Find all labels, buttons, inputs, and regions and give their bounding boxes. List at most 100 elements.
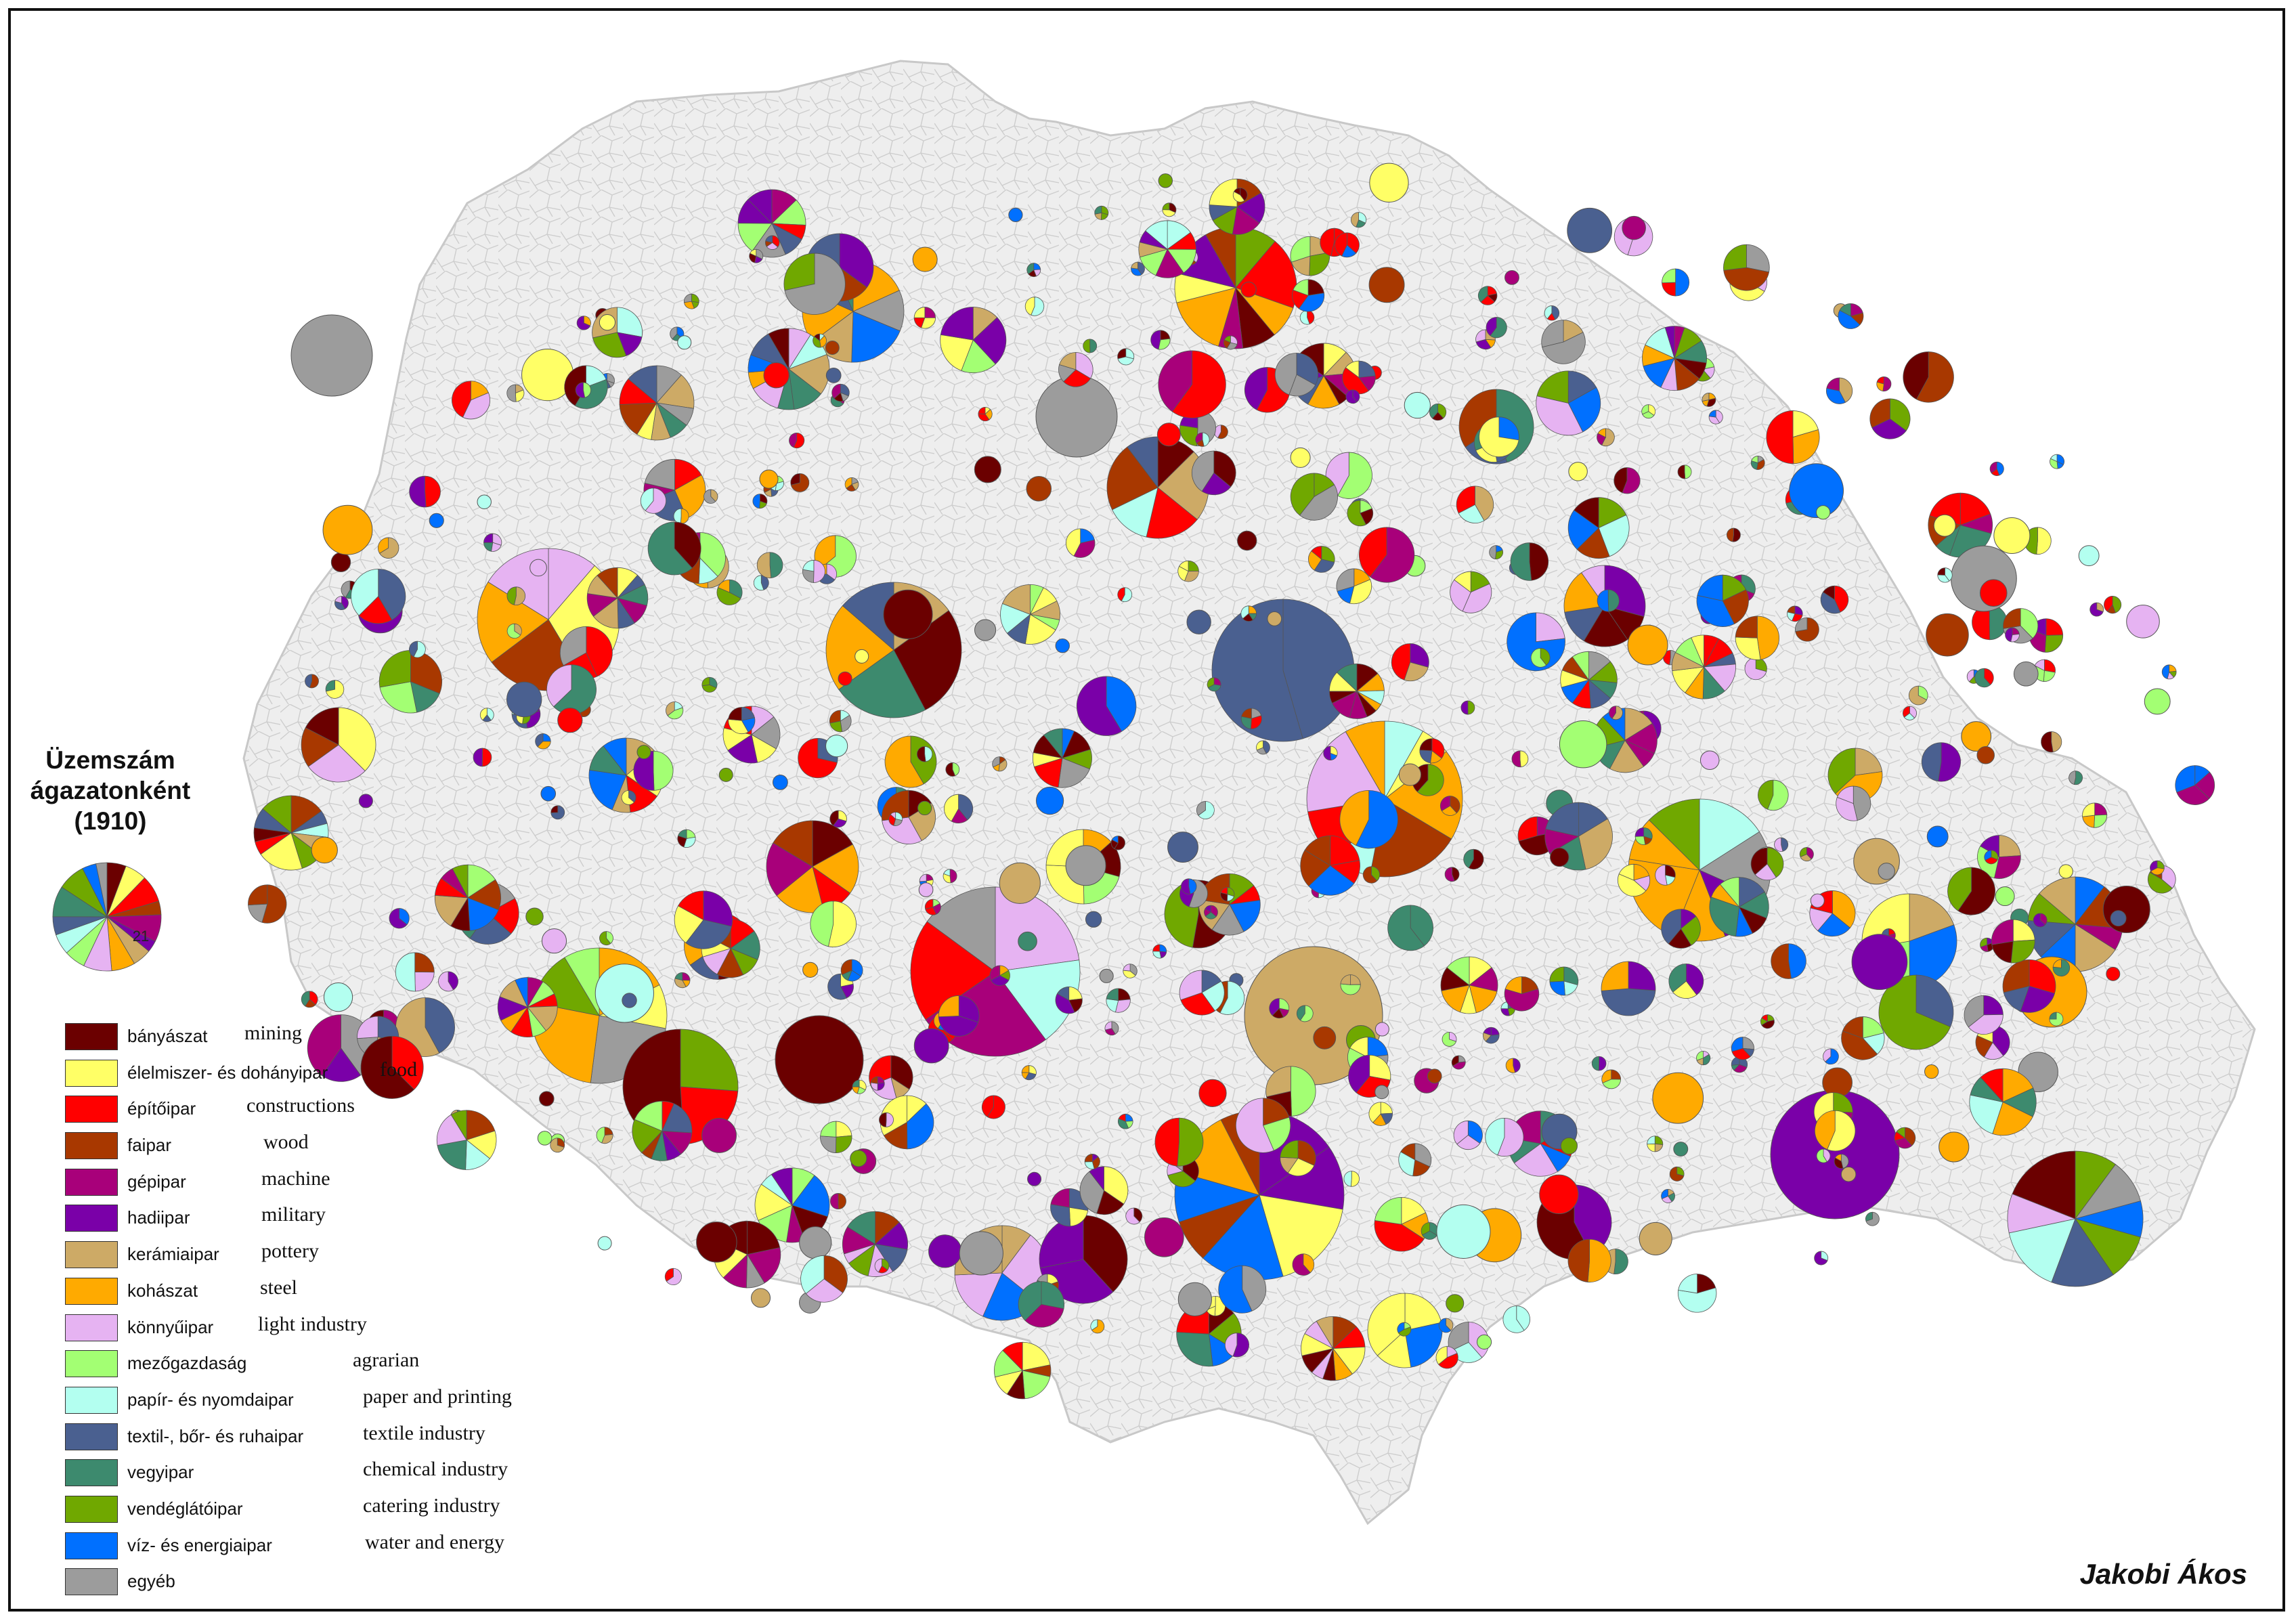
pie-slice [1467,1120,1483,1144]
legend-label-hu: könnyűipar [127,1316,214,1337]
pie-slice [1431,738,1445,759]
industry-pie [1125,1207,1143,1225]
pie-slice [1975,1035,1993,1058]
pie-slice [425,997,455,1054]
pie-slice [391,1035,424,1090]
industry-pie [323,982,353,1012]
pie-slice [599,314,616,331]
pie-slice [814,333,820,341]
pie-slice [1903,351,1929,400]
pie-slice [1489,545,1497,559]
pie-slice [1117,356,1134,366]
industry-pie [1204,905,1218,920]
pie-slice [1083,1215,1128,1293]
industry-pie [703,489,718,504]
industry-pie [1209,178,1265,235]
pie-slice [410,681,440,713]
industry-pie [1300,835,1360,896]
pie-slice [1427,1068,1442,1084]
pie-slice [1469,985,1498,1014]
industry-pie [1301,1316,1366,1381]
pie-slice [334,601,346,610]
pie-slice [1446,1294,1465,1313]
industry-pie [1207,677,1221,692]
pie-slice [1696,1051,1704,1061]
pie-slice [525,907,544,926]
pie-slice [1438,1318,1452,1333]
pie-slice [1842,1016,1863,1039]
pie-slice [874,1258,882,1273]
legend-swatch [65,1532,118,1559]
pie-slice [1833,1092,1853,1113]
industry-pie [1446,1294,1465,1313]
industry-pie [1539,1174,1579,1214]
industry-pie [1442,1032,1457,1047]
pie-slice [290,314,373,397]
pie-slice [1026,475,1052,502]
legend-label-hu: bányászat [127,1026,208,1046]
industry-pie [1723,244,1770,291]
pie-slice [1314,559,1335,573]
industry-pie [759,469,779,489]
pie-slice [2020,985,2055,1013]
pie-slice [1647,1136,1655,1145]
pie-slice [462,392,490,420]
pie-slice [1984,850,1992,861]
legend-label-hu: hadiipar [127,1207,190,1228]
industry-pie [540,785,557,802]
pie-slice [1477,286,1488,303]
pie-slice [773,820,813,867]
pie-slice [1367,1037,1389,1058]
pie-slice [1410,905,1433,947]
pie-slice [546,664,572,708]
pie-slice [452,381,471,418]
pie-slice [1063,369,1091,387]
pie-slice [357,1016,378,1039]
pie-slice [1307,375,1340,409]
pie-slice [1995,886,2015,907]
industry-pie [2050,454,2064,469]
pie-slice [1340,974,1351,985]
pie-slice [1840,1167,1857,1182]
pie-slice [772,235,780,248]
pie-slice [477,494,492,509]
industry-pie [884,735,937,788]
pie-slice [800,1255,825,1295]
pie-slice [1699,798,1760,871]
industry-pie [1106,988,1131,1013]
pie-slice [1669,1166,1685,1182]
pie-slice [575,382,586,398]
pie-slice [1176,1332,1213,1367]
industry-pie [1214,425,1228,439]
pie-slice [943,794,959,822]
pie-slice [1223,335,1231,343]
pie-slice [1853,785,1871,821]
pie-slice [1926,825,1949,848]
pie-slice [535,733,544,748]
pie-slice [330,552,351,573]
pie-slice [1242,1265,1267,1312]
pie-slice [1968,1014,2003,1035]
pie-slice [1993,517,2031,555]
pie-slice [1397,1322,1405,1334]
pie-slice [913,1028,949,1064]
pie-slice [890,812,896,820]
industry-pie [790,473,810,492]
pie-slice [1401,1196,1427,1225]
pie-slice [1217,425,1228,439]
pie-slice [1479,416,1519,458]
industry-pie [840,959,863,982]
pie-slice [1414,1143,1432,1167]
pie-slice [2112,596,2122,613]
pie-slice [1938,1131,1970,1163]
industry-pie [1220,887,1235,902]
pie-slice [1347,232,1360,254]
pie-slice [628,790,636,803]
pie-slice [1761,1014,1768,1022]
legend-label-hu: vegyipar [127,1462,194,1483]
municipality-borders [244,61,2255,1523]
industry-pie [1993,517,2031,555]
pie-slice [813,336,821,348]
